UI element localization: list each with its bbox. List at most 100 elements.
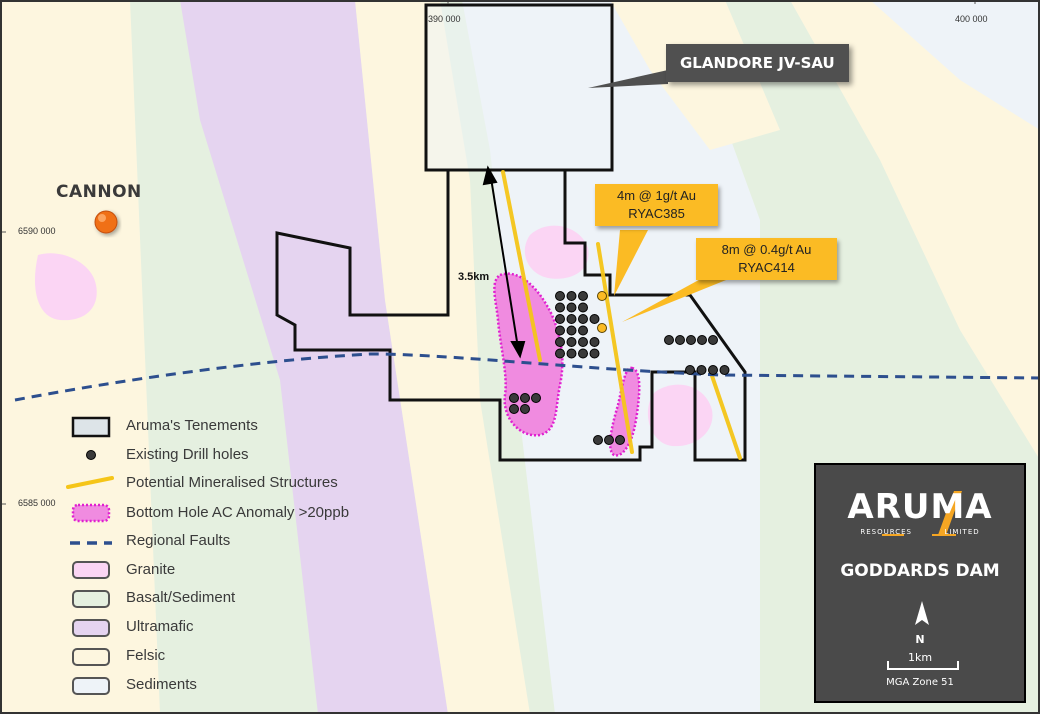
northing-label-6585000: 6585 000 [18, 498, 56, 508]
legend-label-tenements: Aruma's Tenements [126, 417, 258, 434]
drill-hole-icon [86, 450, 96, 460]
tenement-main [275, 168, 747, 462]
tenement-glandore [424, 3, 614, 172]
drill-hole [566, 291, 577, 301]
place-label-cannon: CANNON [56, 182, 142, 202]
drill-hole [566, 337, 577, 347]
drill-hole [578, 325, 588, 336]
aruma-logo-wordmark: ARUMA [847, 487, 993, 527]
northing-label-6590000: 6590 000 [18, 226, 56, 236]
easting-label-400000: 400 000 [955, 14, 988, 24]
drill-hole [604, 435, 614, 445]
drill-hole [708, 335, 718, 345]
drill-hole [719, 365, 730, 375]
granite-body-north [524, 225, 589, 279]
easting-label-390000: 390 000 [428, 14, 461, 24]
legend-label-structures: Potential Mineralised Structures [126, 474, 338, 491]
ultramafic-swatch-icon [72, 619, 110, 637]
tenement-outline-icon [71, 416, 111, 438]
regional-fault [14, 352, 1040, 402]
north-arrow-icon [915, 601, 929, 625]
drill-hole [708, 365, 718, 375]
distance-label: 3.5km [458, 271, 490, 283]
drill-hole [589, 314, 600, 324]
scale-bar-icon [887, 661, 959, 670]
sediments-swatch-icon [72, 677, 110, 695]
callout-ryac414: 8m @ 0.4g/t Au RYAC414 [696, 238, 837, 280]
sediments-belt [462, 0, 760, 714]
structure-west [501, 170, 542, 362]
legend-label-faults: Regional Faults [126, 532, 231, 549]
drill-hole [509, 393, 519, 403]
cannon-marker-icon [94, 210, 118, 234]
felsic-belt-west [0, 0, 160, 714]
legend-label-sediments: Sediments [126, 676, 197, 693]
scale-label: 1km [907, 651, 933, 664]
legend-label-granite: Granite [126, 561, 176, 578]
granite-swatch-icon [72, 561, 110, 579]
glandore-pointer [588, 70, 668, 88]
drill-hole [615, 435, 625, 445]
callout-ryac385-grade: 4m @ 1g/t Au [617, 188, 696, 203]
structure-east [708, 368, 742, 460]
legend-label-basalt: Basalt/Sediment [126, 589, 236, 606]
legend-label-felsic: Felsic [126, 647, 166, 664]
drill-hole [531, 393, 541, 403]
basalt-swatch-icon [72, 590, 110, 608]
legend-label-ultramafic: Ultramafic [126, 618, 194, 635]
title-panel: ARUMA RESOURCES LIMITED GODDARDS DAM N 1… [814, 463, 1026, 703]
legend-label-anomaly: Bottom Hole AC Anomaly >20ppb [126, 504, 350, 521]
drill-hole [685, 365, 695, 375]
drill-hole [686, 335, 696, 345]
drill-hole [578, 302, 588, 313]
title-panel-graphics [882, 491, 962, 670]
callout-ryac385-hole: RYAC385 [628, 206, 685, 221]
drill-hole [675, 335, 685, 345]
ultramafic-belt [180, 0, 448, 714]
aruma-logo-subtitle-left: RESOURCES [860, 528, 912, 536]
drill-hole [589, 348, 600, 359]
drill-hole [566, 302, 577, 313]
felsic-belt-east [790, 0, 1040, 460]
drill-hole [578, 291, 588, 301]
anomaly-icon [71, 503, 111, 523]
cannon-marker-highlight [98, 214, 106, 222]
projection-label: MGA Zone 51 [886, 677, 954, 688]
place-label-glandore: GLANDORE JV-SAU [666, 44, 849, 82]
mineralised-structures [501, 170, 742, 460]
project-title: GODDARDS DAM [840, 561, 1000, 581]
drill-hole [566, 314, 577, 324]
granite-body-west [34, 253, 97, 321]
drill-hole [696, 365, 707, 375]
drill-hole [520, 404, 530, 414]
drill-hole [566, 348, 577, 359]
drill-hole [520, 393, 530, 403]
callout-ryac414-hole: RYAC414 [738, 260, 795, 275]
drill-hole [555, 325, 565, 336]
drill-hole [555, 302, 565, 313]
callout-ryac414-grade: 8m @ 0.4g/t Au [721, 242, 812, 257]
drill-hole [555, 314, 565, 324]
drill-hole [578, 337, 588, 347]
drill-hole [578, 348, 588, 359]
aruma-logo-subtitle-right: LIMITED [944, 528, 980, 536]
sediments-lens-east [870, 0, 1040, 130]
drill-hole-highlighted [597, 291, 607, 301]
drill-hole [664, 335, 674, 345]
drill-hole [578, 314, 588, 324]
legend-symbols [66, 416, 114, 695]
drill-hole [589, 337, 600, 347]
drill-hole [593, 435, 603, 445]
aruma-logo-accent-icon [938, 491, 962, 535]
drill-holes [509, 291, 730, 445]
mineralised-structure-line-icon [66, 476, 114, 489]
callout-pointer-1 [614, 230, 648, 296]
felsic-swatch-icon [72, 648, 110, 666]
distance-arrow [482, 165, 526, 359]
aruma-logo-subtitle: RESOURCES LIMITED [816, 528, 1024, 536]
drill-hole [566, 325, 577, 336]
north-label: N [915, 633, 925, 646]
